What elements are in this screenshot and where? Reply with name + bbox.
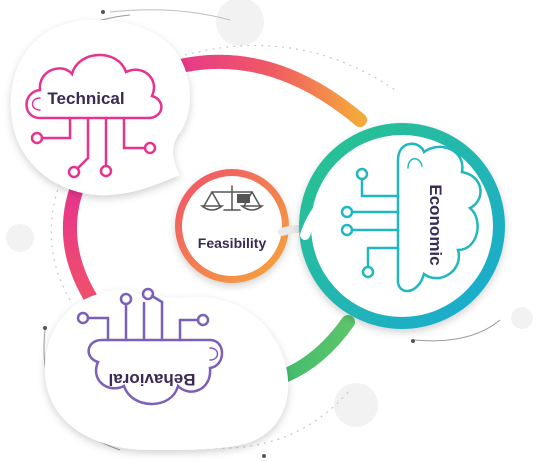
decor-circle (216, 0, 264, 46)
feasibility-label: Feasibility (198, 235, 267, 251)
node-feasibility (175, 169, 314, 283)
thin-arc (109, 9, 231, 21)
decor-circle (334, 383, 378, 427)
technical-label: Technical (47, 89, 124, 108)
decor-dot (101, 10, 105, 14)
decor-dot (411, 339, 415, 343)
behavioral-bubble (45, 290, 289, 450)
balance-scale-icon (199, 185, 265, 211)
economic-label: Economic (426, 184, 445, 265)
economic-connector (300, 200, 327, 240)
decor-dot (262, 454, 266, 458)
decor-dot (43, 326, 47, 330)
economic-cloud-icon (340, 142, 482, 293)
node-economic (299, 123, 505, 329)
behavioral-cloud-icon (76, 287, 224, 406)
dotted-arc (184, 44, 396, 91)
thin-arc (414, 319, 501, 342)
decor-circle (6, 224, 34, 252)
technical-cloud-icon (25, 53, 163, 179)
behavioral-label: Behavioral (109, 370, 196, 389)
ring-segment-left (62, 173, 99, 307)
node-behavioral (45, 290, 289, 450)
decor-circle (511, 307, 533, 329)
ring-segment-top (158, 54, 367, 127)
economic-face (311, 135, 493, 317)
